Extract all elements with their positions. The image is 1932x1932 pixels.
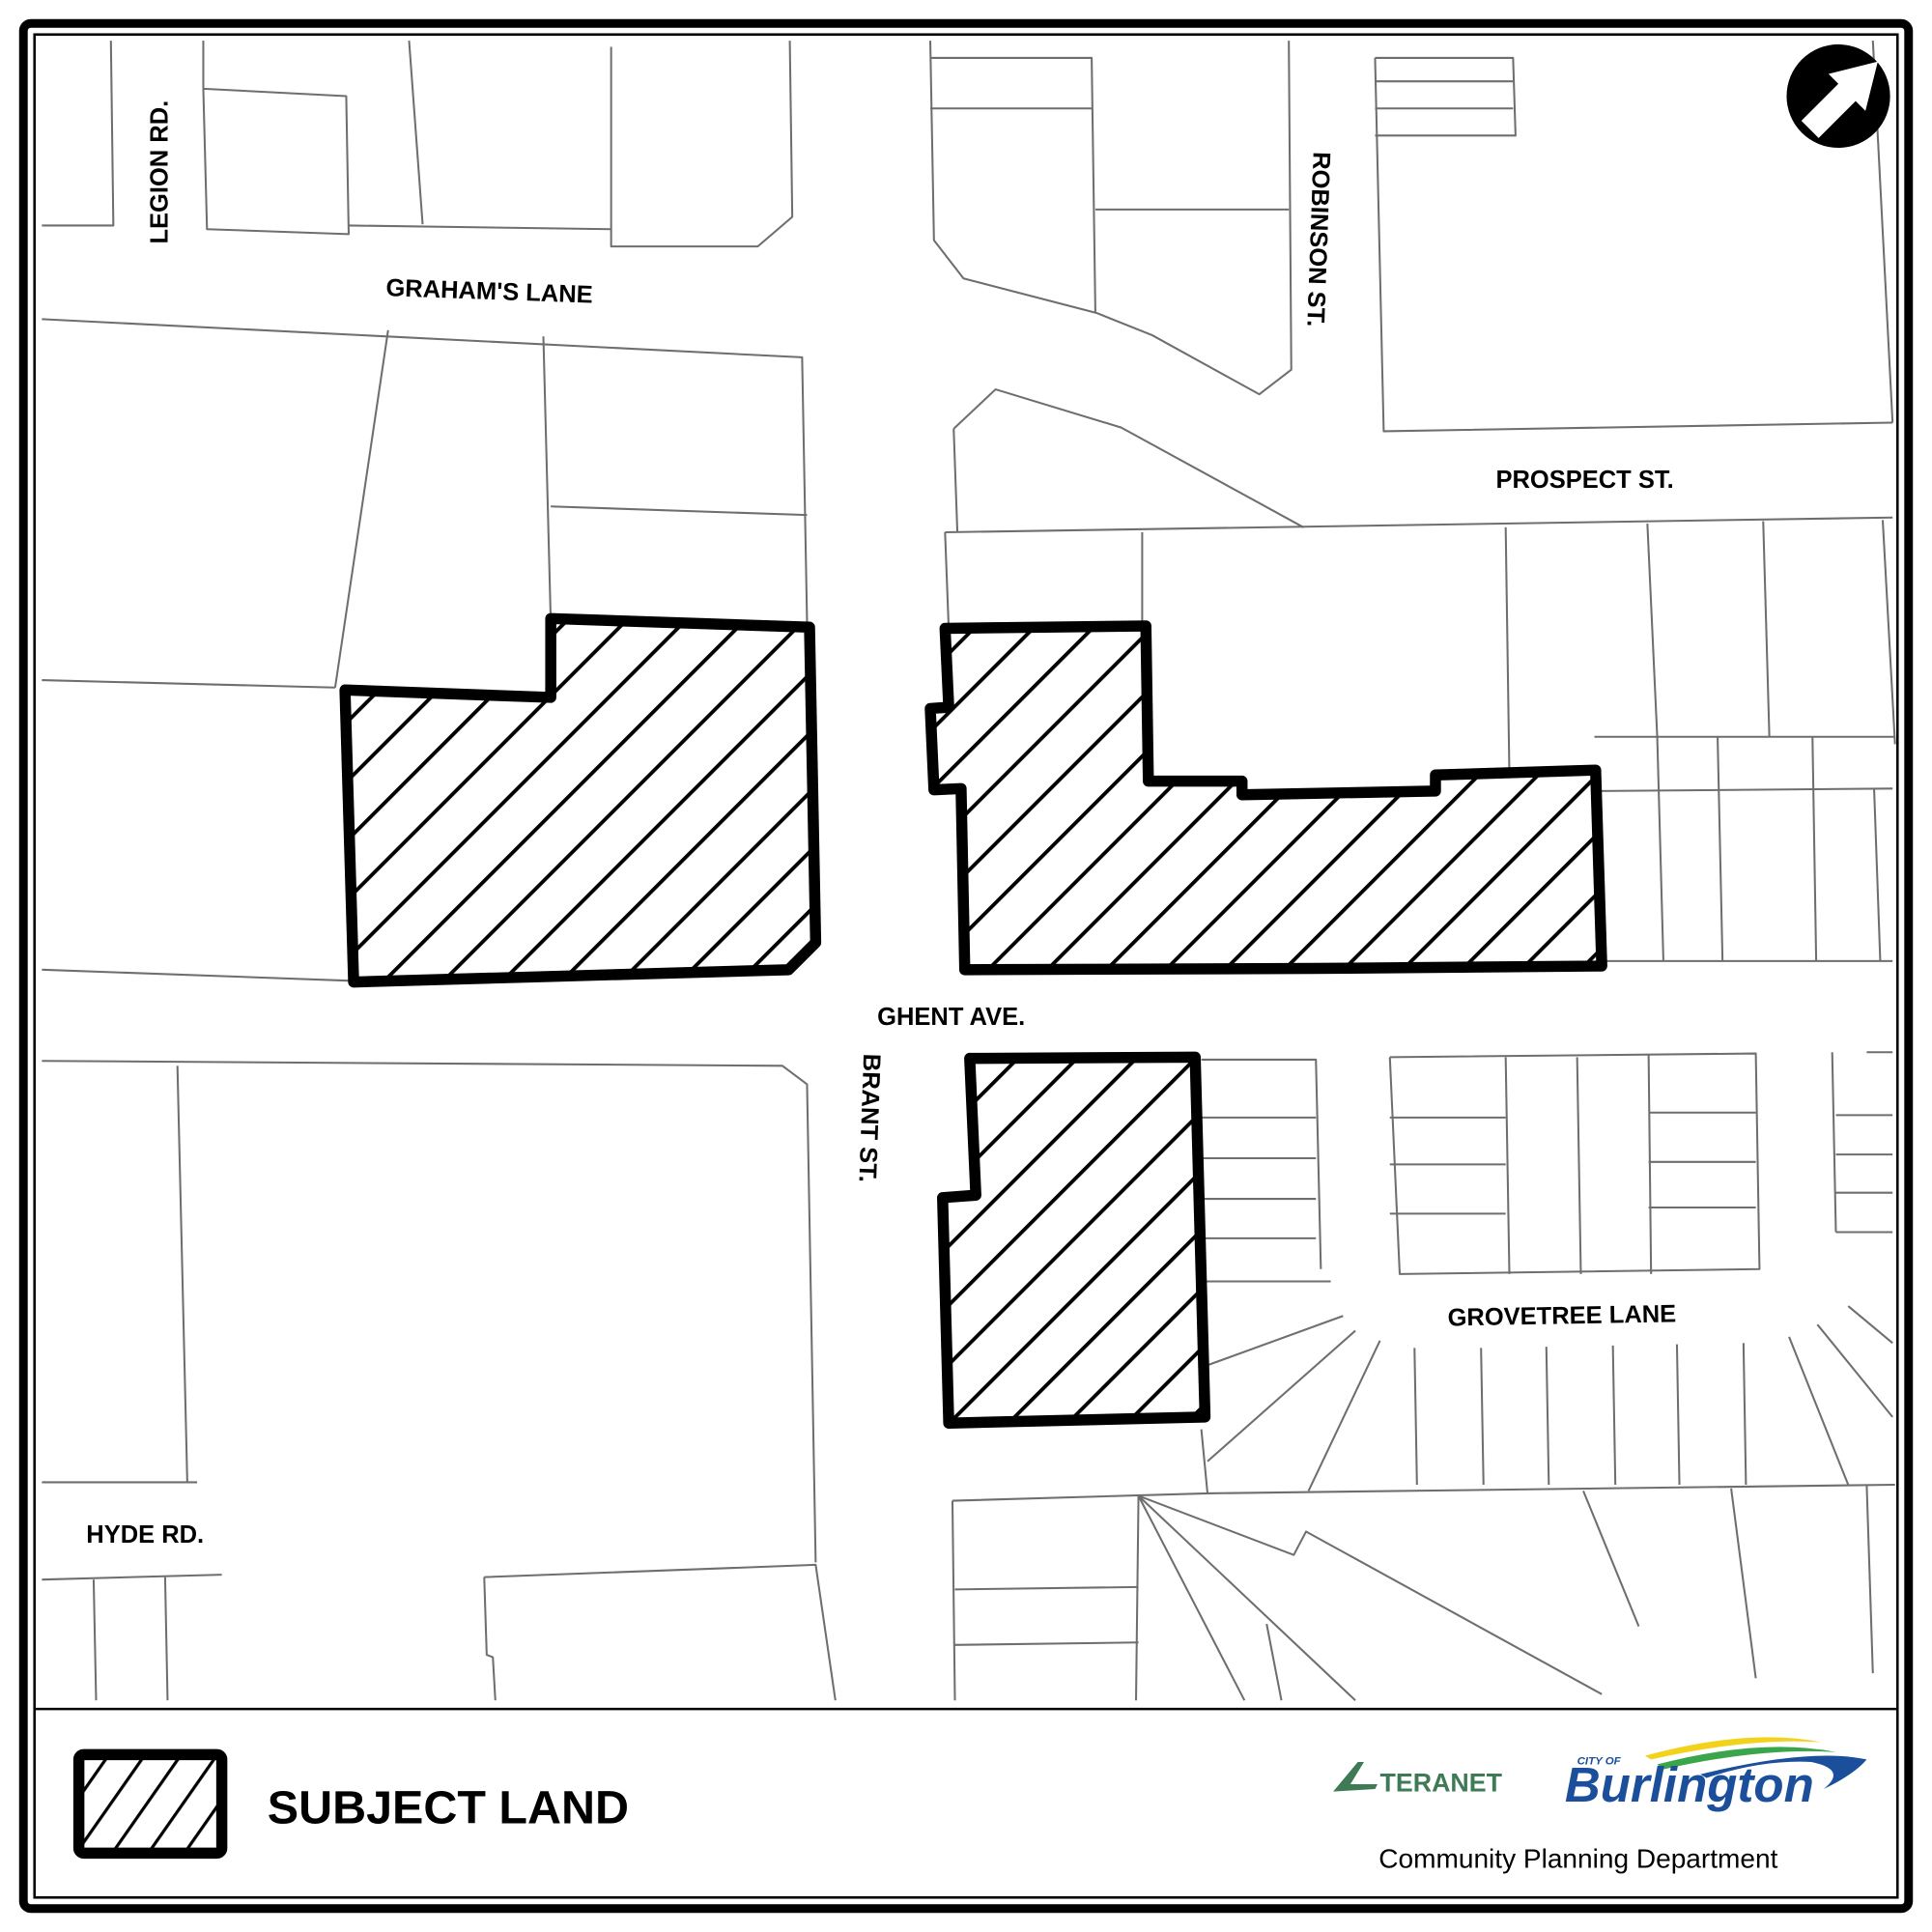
inner-frame bbox=[33, 33, 1899, 1899]
street-label-grovetree-lane: GROVETREE LANE bbox=[1447, 1300, 1676, 1331]
legend-swatch bbox=[72, 1748, 228, 1860]
street-label-prospect-st: PROSPECT ST. bbox=[1495, 467, 1673, 494]
legend-label: SUBJECT LAND bbox=[268, 1782, 629, 1834]
city-of-label: CITY OF bbox=[1577, 1756, 1622, 1768]
subject-land-parcels bbox=[339, 612, 1607, 1429]
street-labels: LEGION RD. GRAHAM'S LANE ROBINSON ST. PR… bbox=[86, 100, 1676, 1548]
swoosh-green-icon bbox=[1657, 1747, 1836, 1770]
burlington-logo: CITY OF Burlington bbox=[1565, 1737, 1867, 1812]
legend: SUBJECT LAND bbox=[72, 1748, 629, 1860]
subject-parcel-west[interactable] bbox=[339, 612, 822, 988]
teranet-logo: TERANET bbox=[1333, 1761, 1503, 1798]
street-label-hyde-rd: HYDE RD. bbox=[86, 1521, 204, 1548]
teranet-mark-icon bbox=[1333, 1761, 1378, 1792]
north-arrow-icon bbox=[1786, 43, 1890, 149]
swoosh-yellow-icon bbox=[1644, 1737, 1822, 1760]
department-label: Community Planning Department bbox=[1378, 1844, 1777, 1874]
street-label-ghent-ave: GHENT AVE. bbox=[877, 1004, 1025, 1031]
teranet-wordmark: TERANET bbox=[1380, 1769, 1503, 1798]
street-label-legion-rd: LEGION RD. bbox=[146, 100, 173, 244]
street-label-brant-st: BRANT ST. bbox=[853, 1053, 885, 1182]
swoosh-blue-icon bbox=[1700, 1755, 1867, 1790]
subject-parcel-southeast[interactable] bbox=[937, 1051, 1211, 1429]
subject-parcel-northeast[interactable] bbox=[924, 620, 1607, 976]
burlington-wordmark: Burlington bbox=[1565, 1757, 1814, 1812]
street-label-robinson-st: ROBINSON ST. bbox=[1301, 152, 1334, 327]
